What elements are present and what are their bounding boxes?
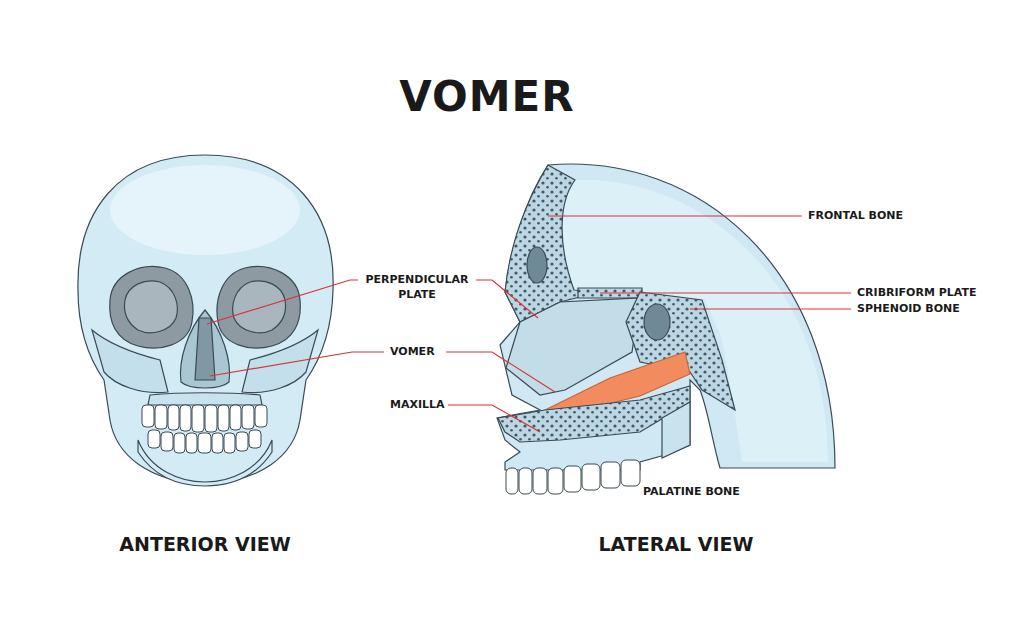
forehead-highlight [110, 165, 300, 255]
view-caption: LATERAL VIEW [526, 532, 826, 558]
tooth [148, 430, 160, 448]
tooth [601, 462, 620, 488]
part-label: SPHENOID BONE [857, 302, 1017, 317]
tooth [205, 405, 217, 432]
tooth [212, 433, 223, 453]
part-label: VOMER [390, 345, 510, 360]
maxilla [148, 393, 262, 405]
tooth [533, 468, 547, 494]
part-label: PALATINE BONE [643, 485, 803, 500]
leader-line [446, 352, 555, 392]
tooth [192, 405, 204, 432]
cranium-section [497, 164, 835, 470]
maxilla-palate [498, 386, 690, 442]
leader-line [210, 352, 384, 376]
tooth [506, 468, 518, 494]
view-caption: ANTERIOR VIEW [55, 532, 355, 558]
frontal-sinus [527, 247, 547, 283]
leader-lines [207, 216, 851, 432]
diagram-title: VOMER [337, 69, 637, 126]
part-label: CRIBRIFORM PLATE [857, 286, 1017, 301]
tooth [186, 433, 197, 453]
tooth [218, 405, 229, 431]
tooth [180, 405, 191, 431]
tooth [242, 405, 254, 429]
tooth [168, 405, 179, 430]
tooth [224, 433, 235, 453]
tooth [621, 460, 640, 486]
nasal-septum [195, 318, 215, 380]
tooth [548, 468, 563, 494]
leader-line [548, 215, 802, 216]
nasal-aperture [180, 310, 229, 388]
cranium [78, 155, 333, 484]
tooth [161, 432, 173, 451]
lateral-teeth [506, 460, 640, 494]
part-label: MAXILLA [390, 398, 510, 413]
anterior-skull [78, 155, 333, 486]
leader-line [690, 308, 851, 309]
leader-line [476, 280, 538, 318]
orbit-inner [124, 281, 177, 333]
mandible-ramus [662, 402, 690, 458]
part-label: FRONTAL BONE [808, 209, 968, 224]
orbit [217, 267, 300, 348]
leader-line [600, 292, 851, 293]
tooth [249, 430, 261, 448]
leader-line [448, 405, 540, 432]
leader-line [207, 280, 358, 324]
tooth [174, 433, 185, 453]
anterior-teeth [142, 405, 267, 453]
tooth [236, 432, 248, 451]
tooth [198, 433, 211, 453]
tooth [519, 468, 532, 494]
tooth [230, 405, 241, 430]
tooth [142, 405, 154, 427]
part-label: PERPENDICULAR PLATE [358, 273, 476, 303]
tooth [582, 464, 600, 490]
tooth [255, 405, 267, 427]
tooth [155, 405, 167, 429]
orbit [110, 267, 193, 348]
orbit-inner [233, 281, 286, 333]
lateral-skull [497, 164, 835, 470]
tooth [564, 466, 581, 492]
sphenoid-sinus [644, 304, 670, 340]
